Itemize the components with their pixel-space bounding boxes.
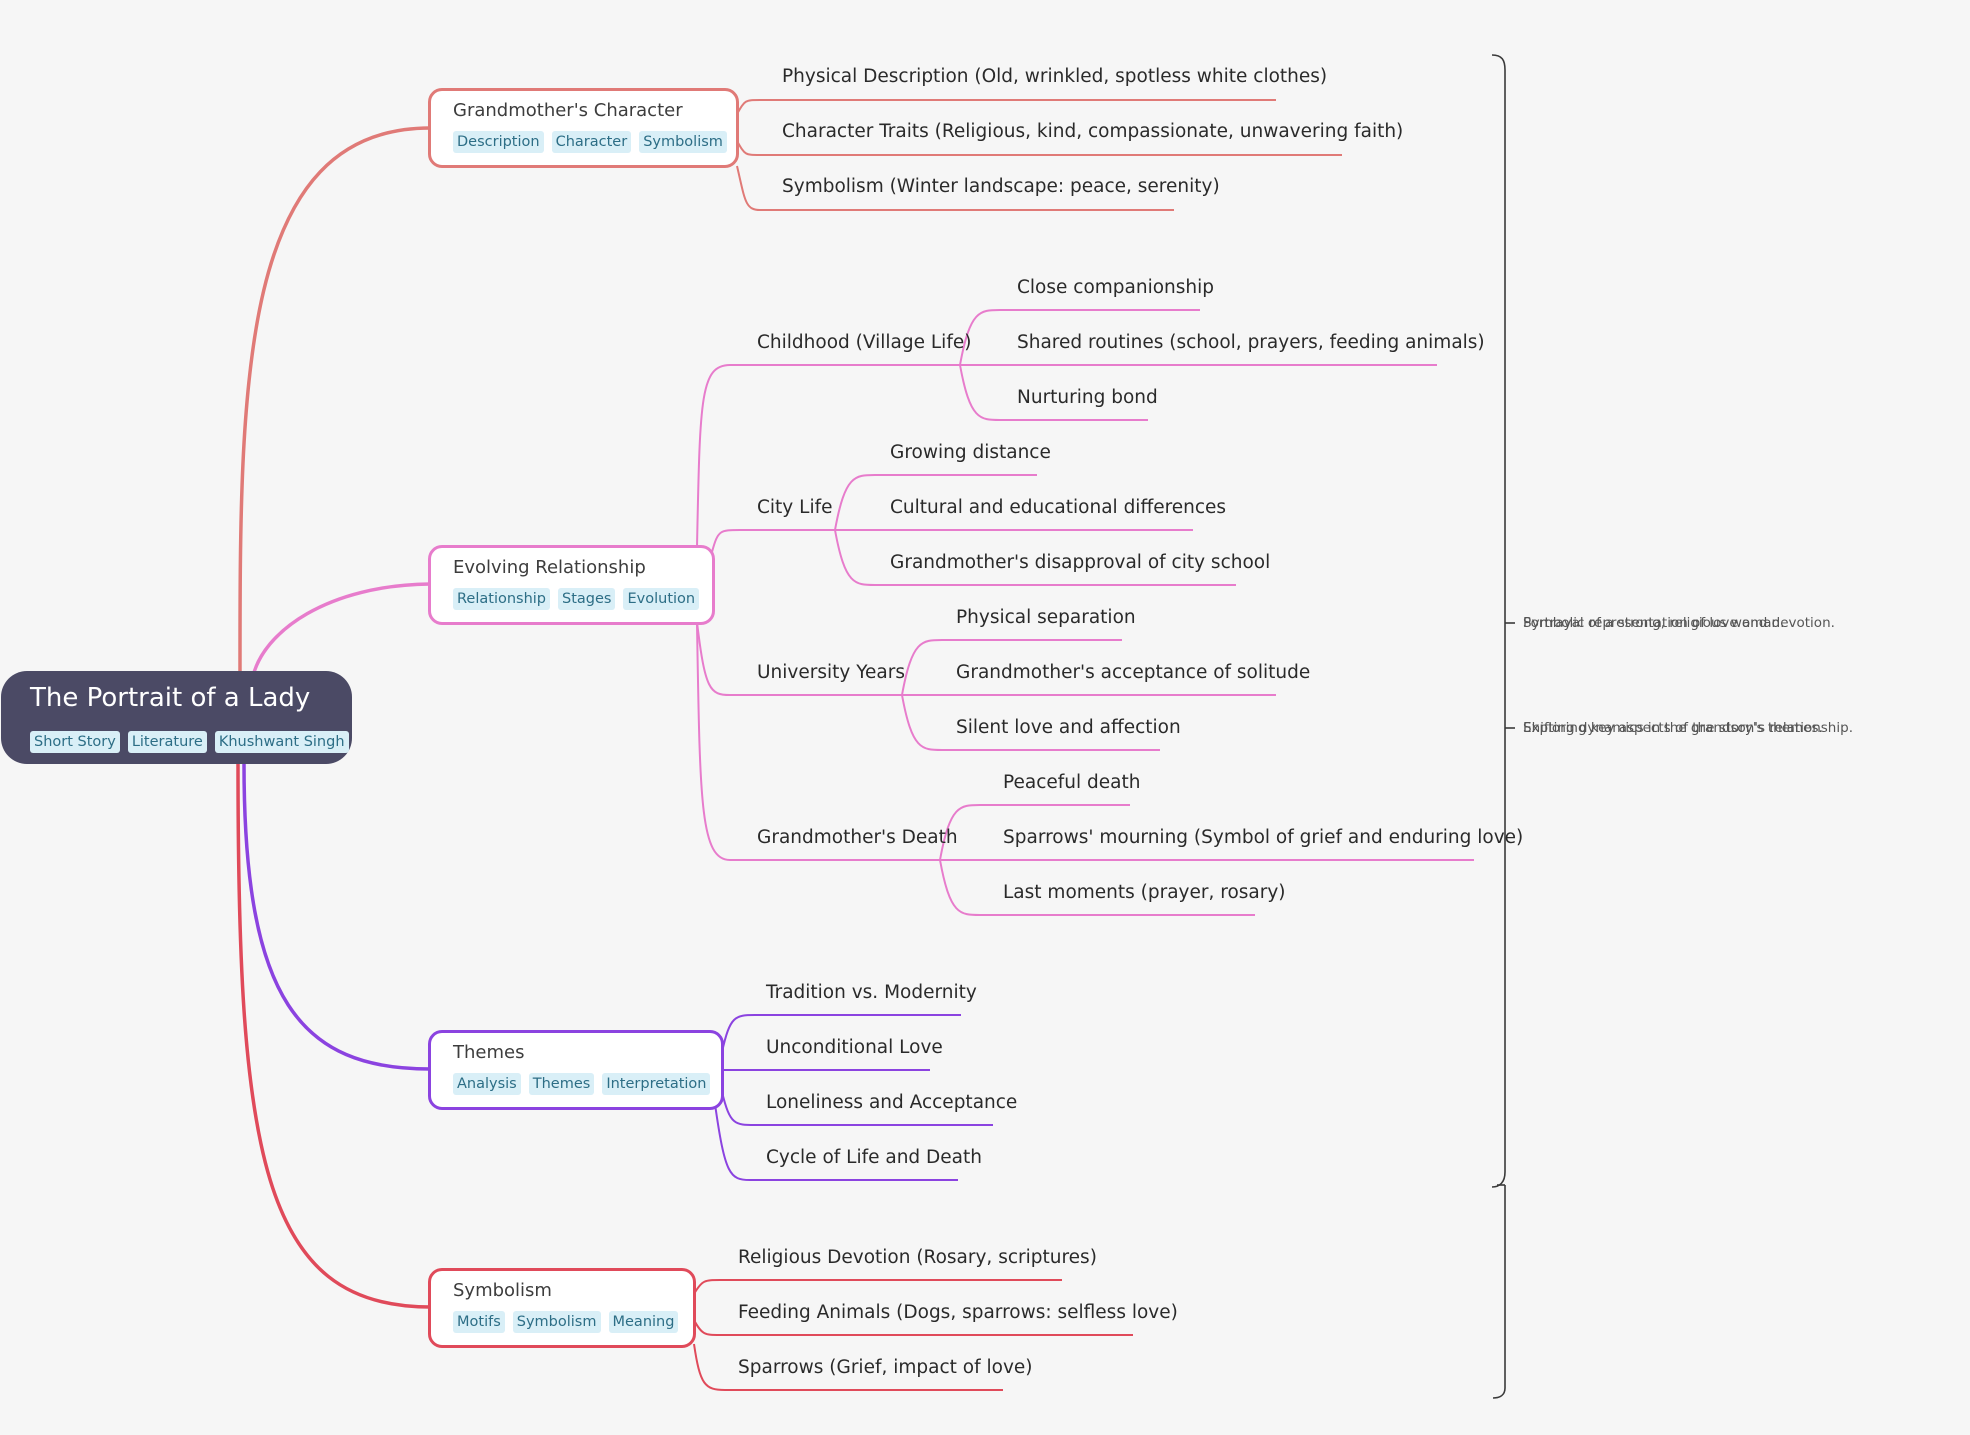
leaf-topic[interactable]: Physical separation xyxy=(956,607,1136,628)
subtopic-city-life[interactable]: City Life xyxy=(757,497,833,518)
subtopic[interactable]: Tradition vs. Modernity xyxy=(766,982,977,1003)
tag: Description xyxy=(453,131,544,153)
leaf-topic[interactable]: Last moments (prayer, rosary) xyxy=(1003,882,1286,903)
subtopic-university[interactable]: University Years xyxy=(757,662,906,683)
leaf-topic[interactable]: Grandmother's disapproval of city school xyxy=(890,552,1271,573)
tag: Short Story xyxy=(30,731,120,753)
topic-tags: Description Character Symbolism xyxy=(453,131,727,153)
tag: Evolution xyxy=(623,588,700,610)
tag: Meaning xyxy=(608,1311,679,1333)
leaf-topic[interactable]: Shared routines (school, prayers, feedin… xyxy=(1017,332,1485,353)
topic-tags: Analysis Themes Interpretation xyxy=(453,1073,711,1095)
tag: Themes xyxy=(528,1073,595,1095)
leaf-topic[interactable]: Growing distance xyxy=(890,442,1051,463)
tag: Motifs xyxy=(453,1311,505,1333)
tag: Symbolism xyxy=(512,1311,601,1333)
leaf-topic[interactable]: Silent love and affection xyxy=(956,717,1181,738)
leaf-topic[interactable]: Sparrows' mourning (Symbol of grief and … xyxy=(1003,827,1524,848)
tag: Khushwant Singh xyxy=(214,731,349,753)
topic-label: Symbolism xyxy=(453,1280,552,1301)
topic-label: Evolving Relationship xyxy=(453,557,646,578)
summary-note[interactable]: Exploring key aspects of the story's the… xyxy=(1523,720,1823,736)
topic-label: Themes xyxy=(453,1042,525,1063)
subtopic[interactable]: Sparrows (Grief, impact of love) xyxy=(738,1357,1033,1378)
topic-label: Grandmother's Character xyxy=(453,100,683,121)
tag: Literature xyxy=(127,731,207,753)
leaf-topic[interactable]: Cultural and educational differences xyxy=(890,497,1227,518)
leaf-topic[interactable]: Grandmother's acceptance of solitude xyxy=(956,662,1311,683)
subtopic[interactable]: Unconditional Love xyxy=(766,1037,943,1058)
root-title: The Portrait of a Lady xyxy=(30,683,311,713)
subtopic[interactable]: Character Traits (Religious, kind, compa… xyxy=(782,121,1404,142)
leaf-topic[interactable]: Nurturing bond xyxy=(1017,387,1158,408)
topic-evolving-relationship[interactable]: Evolving Relationship Relationship Stage… xyxy=(428,545,715,625)
root-tags: Short Story Literature Khushwant Singh xyxy=(30,731,349,753)
tag: Stages xyxy=(558,588,616,610)
summary-note[interactable]: Shifting dynamics in the grandson's rela… xyxy=(1523,720,1853,736)
tag: Symbolism xyxy=(639,131,727,153)
summary-note[interactable]: Portrayal of a strong, religious woman. xyxy=(1523,615,1785,631)
leaf-topic[interactable]: Peaceful death xyxy=(1003,772,1141,793)
topic-tags: Relationship Stages Evolution xyxy=(453,588,700,610)
subtopic-death[interactable]: Grandmother's Death xyxy=(757,827,958,848)
subtopic[interactable]: Religious Devotion (Rosary, scriptures) xyxy=(738,1247,1097,1268)
tag: Relationship xyxy=(453,588,551,610)
subtopic[interactable]: Symbolism (Winter landscape: peace, sere… xyxy=(782,176,1220,197)
tag: Analysis xyxy=(453,1073,521,1095)
tag: Interpretation xyxy=(602,1073,711,1095)
topic-tags: Motifs Symbolism Meaning xyxy=(453,1311,679,1333)
tag: Character xyxy=(551,131,632,153)
root-topic[interactable]: The Portrait of a Lady Short Story Liter… xyxy=(1,671,352,764)
topic-grandmothers-character[interactable]: Grandmother's Character Description Char… xyxy=(428,88,739,168)
subtopic[interactable]: Cycle of Life and Death xyxy=(766,1147,983,1168)
subtopic-childhood[interactable]: Childhood (Village Life) xyxy=(757,332,972,353)
topic-themes[interactable]: Themes Analysis Themes Interpretation xyxy=(428,1030,724,1110)
leaf-topic[interactable]: Close companionship xyxy=(1017,277,1215,298)
subtopic[interactable]: Feeding Animals (Dogs, sparrows: selfles… xyxy=(738,1302,1178,1323)
subtopic[interactable]: Physical Description (Old, wrinkled, spo… xyxy=(782,66,1328,87)
topic-symbolism[interactable]: Symbolism Motifs Symbolism Meaning xyxy=(428,1268,696,1348)
summary-note[interactable]: Symbolic representation of love and devo… xyxy=(1523,615,1835,631)
subtopic[interactable]: Loneliness and Acceptance xyxy=(766,1092,1018,1113)
